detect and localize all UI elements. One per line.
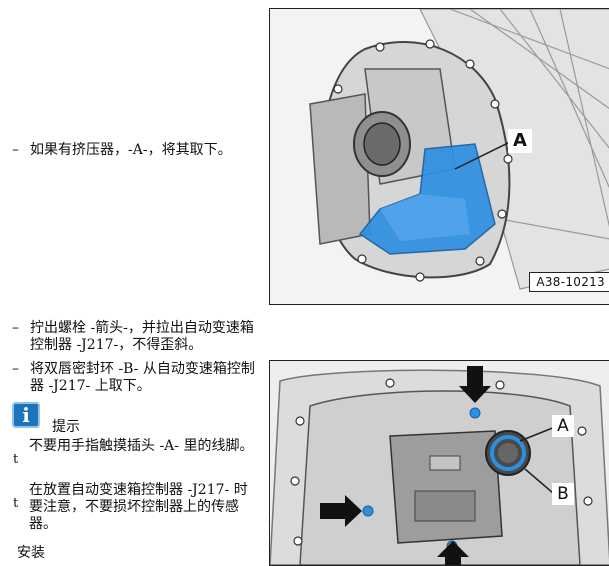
step-dash: – xyxy=(12,320,19,336)
callout-label-a: A xyxy=(552,415,574,437)
step-dash: – xyxy=(12,361,19,377)
figure-id: A38-10213 xyxy=(529,272,609,292)
note-text: 不要用手指触摸插头 -A- 里的线脚。 xyxy=(29,438,254,454)
step-dash: – xyxy=(12,142,19,158)
note-bullet: t xyxy=(13,452,19,467)
step-text: 拧出螺栓 -箭头-，并拉出自动变速箱控制器 -J217-，不得歪斜。 xyxy=(30,320,254,353)
step-text: 将双唇密封环 -B- 从自动变速箱控制器 -J217- 上取下。 xyxy=(30,361,255,394)
note-bullet: t xyxy=(13,496,19,511)
callout-label-a: A xyxy=(508,129,532,153)
step-text: 如果有挤压器，-A-，将其取下。 xyxy=(30,142,232,158)
note-title: 提示 xyxy=(52,419,80,435)
figure-control-unit-bolts: A B xyxy=(269,360,609,566)
section-heading: 安装 xyxy=(17,545,45,561)
info-icon: i xyxy=(12,402,40,428)
transmission-illustration xyxy=(270,9,609,304)
figure-transmission-squeezer: A A38-10213 xyxy=(269,8,609,305)
note-text: 在放置自动变速箱控制器 -J217- 时要注意，不要损坏控制器上的传感器。 xyxy=(29,482,248,532)
control-unit-illustration xyxy=(270,361,609,565)
callout-label-b: B xyxy=(552,483,574,505)
